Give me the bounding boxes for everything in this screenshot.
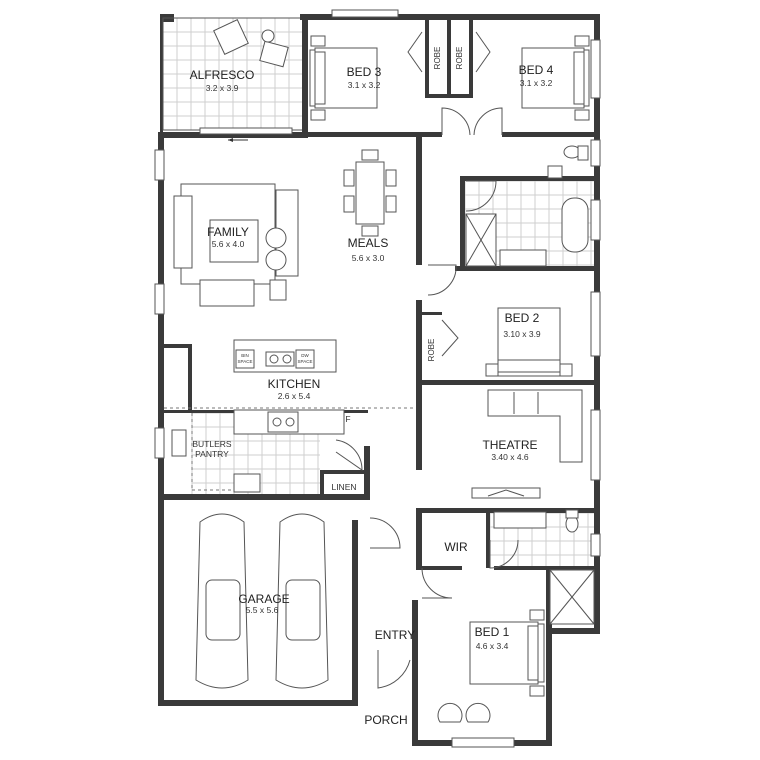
bed-icon — [485, 307, 573, 377]
garage-size: 5.5 x 5.6 — [246, 605, 279, 615]
bed2-size: 3.10 x 3.9 — [503, 329, 541, 339]
bed1-name: BED 1 — [475, 625, 510, 639]
sofa-icon — [173, 183, 299, 307]
bed-icon — [521, 35, 590, 121]
family-size: 5.6 x 4.0 — [212, 239, 245, 249]
robe-label-bed3: ROBE — [433, 47, 442, 70]
meals-name: MEALS — [348, 236, 389, 250]
sofa-icon — [471, 389, 583, 499]
bed4-size: 3.1 x 3.2 — [520, 78, 553, 88]
bed-icon — [437, 609, 545, 723]
kitchen-name: KITCHEN — [268, 377, 321, 391]
porch-name: PORCH — [364, 713, 407, 727]
car-icon — [195, 513, 329, 689]
dw-space-line2: SPACE — [298, 359, 313, 364]
bath-icon — [465, 165, 595, 625]
bed3-size: 3.1 x 3.2 — [348, 80, 381, 90]
kitchen-size: 2.6 x 5.4 — [278, 391, 311, 401]
butlers-line2: PANTRY — [195, 449, 229, 459]
bed4-name: BED 4 — [519, 63, 554, 77]
family-name: FAMILY — [207, 225, 249, 239]
meals-size: 5.6 x 3.0 — [352, 253, 385, 263]
alfresco-name: ALFRESCO — [190, 68, 255, 82]
bed2-name: BED 2 — [505, 311, 540, 325]
fridge-mark: F — [345, 414, 350, 424]
garage-name: GARAGE — [238, 592, 289, 606]
dashed-lines — [164, 407, 416, 491]
toilet-icon — [563, 145, 589, 533]
robe-label-bed4: ROBE — [455, 47, 464, 70]
chair-icon — [213, 19, 289, 68]
entry-name: ENTRY — [375, 628, 415, 642]
doors — [335, 31, 519, 689]
bin-space-line1: BIN — [241, 353, 249, 358]
windows — [154, 9, 601, 748]
bed1-size: 4.6 x 3.4 — [476, 641, 509, 651]
dw-space-line1: DW — [301, 353, 309, 358]
linen-label: LINEN — [331, 482, 356, 492]
robe-label-bed2: ROBE — [427, 339, 436, 362]
dining-table-icon — [343, 149, 397, 237]
bed-icon — [309, 35, 378, 121]
theatre-name: THEATRE — [482, 438, 537, 452]
theatre-size: 3.40 x 4.6 — [491, 452, 529, 462]
wir-name: WIR — [444, 540, 468, 554]
bed3-name: BED 3 — [347, 65, 382, 79]
alfresco-size: 3.2 x 3.9 — [206, 83, 239, 93]
bin-space-line2: SPACE — [238, 359, 253, 364]
kitchen-island — [233, 339, 345, 493]
room-labels: ALFRESCO 3.2 x 3.9 BED 3 3.1 x 3.2 BED 4… — [190, 47, 554, 727]
butlers-line1: BUTLERS — [192, 439, 232, 449]
sink-icon — [171, 429, 187, 457]
